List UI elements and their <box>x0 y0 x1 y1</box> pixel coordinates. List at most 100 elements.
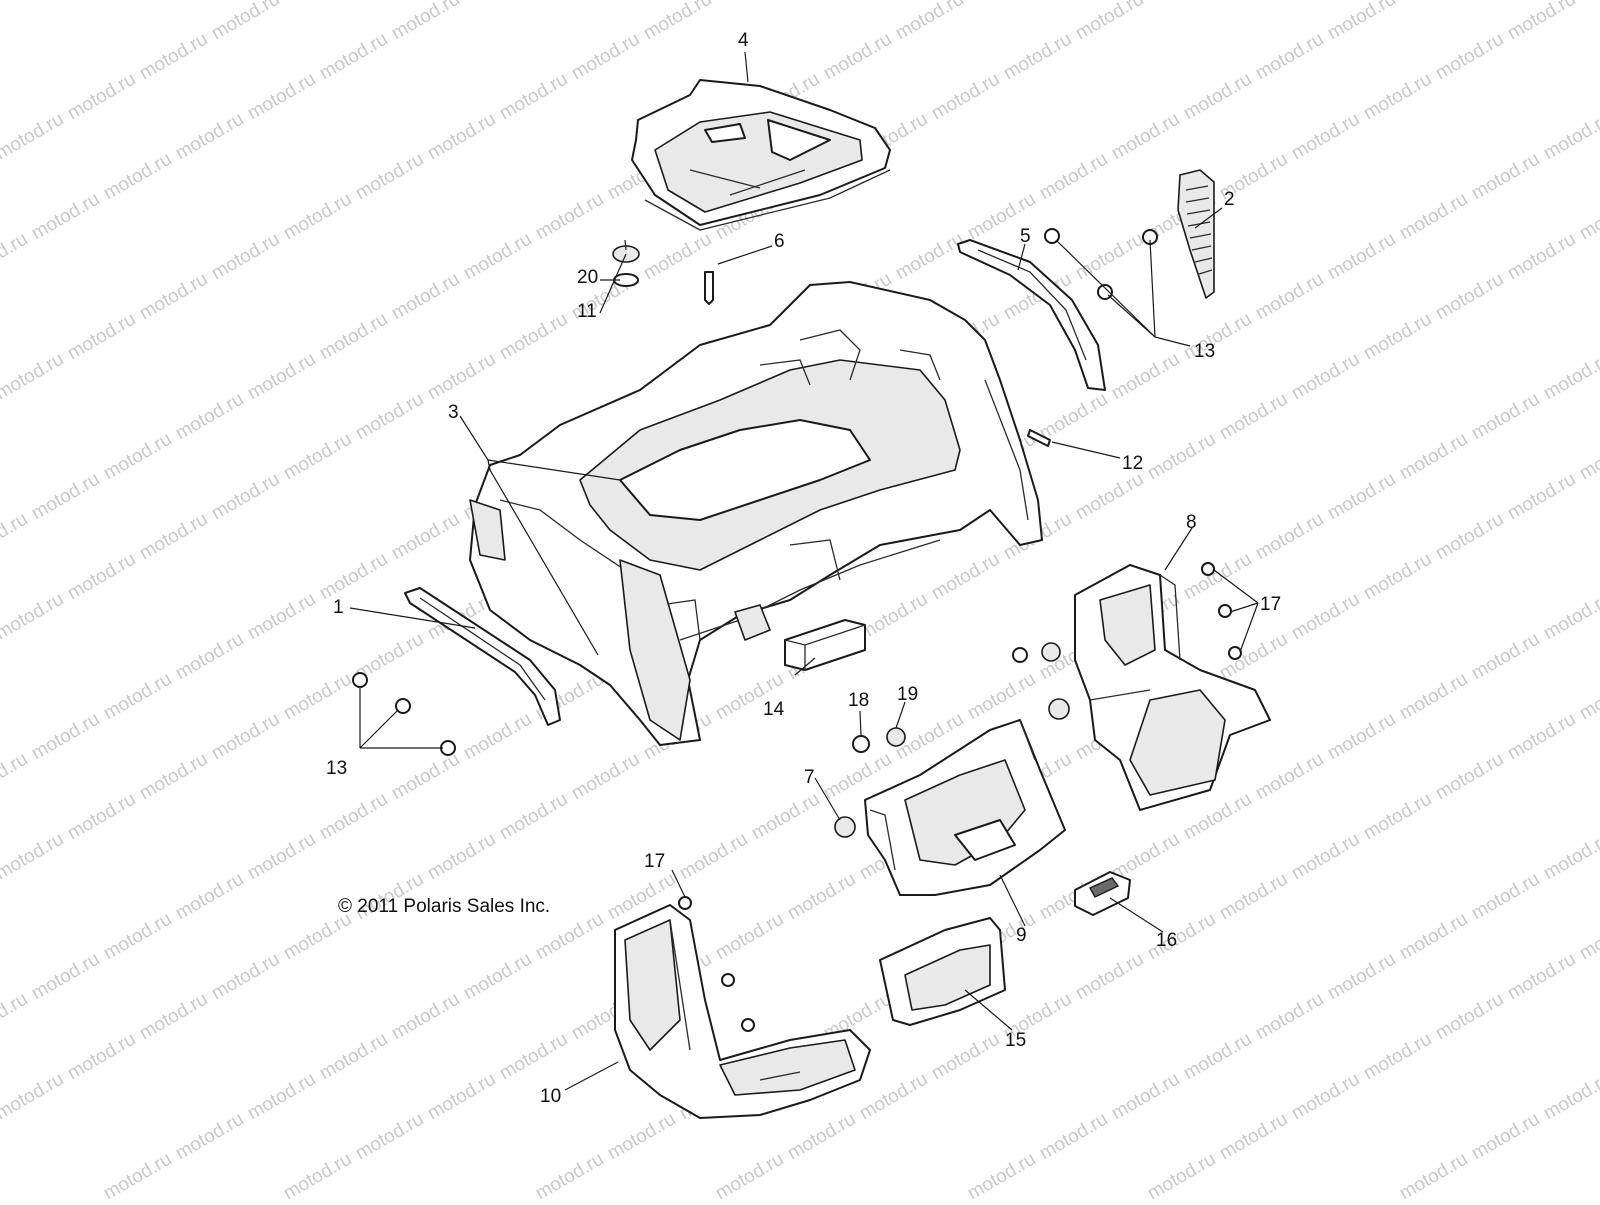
leader-lines <box>349 51 1259 1091</box>
watermark-text: motod.ru <box>1252 509 1327 565</box>
watermark-text: motod.ru <box>1504 229 1579 285</box>
part-13-fastener <box>1044 228 1060 244</box>
part-17-bolt <box>1201 562 1215 576</box>
watermark-text: motod.ru <box>1108 109 1183 165</box>
watermark-text: motod.ru <box>964 1149 1039 1200</box>
watermark-text: motod.ru <box>1432 29 1507 85</box>
watermark-text: motod.ru <box>1576 909 1600 965</box>
watermark-text: motod.ru <box>1468 389 1543 445</box>
part-13-fastener <box>440 740 456 756</box>
watermark-text: motod.ru <box>460 0 535 4</box>
watermark-text: motod.ru <box>316 29 391 85</box>
watermark-text: motod.ru <box>496 789 571 845</box>
watermark-text: motod.ru <box>856 1069 931 1125</box>
part-16-pad <box>1074 871 1131 916</box>
watermark-text: motod.ru <box>1360 549 1435 605</box>
watermark-text: motod.ru <box>928 549 1003 605</box>
callout-2: 2 <box>1224 189 1235 210</box>
part-18-washer <box>852 735 870 753</box>
callout-5: 5 <box>1020 226 1031 247</box>
callout-6: 6 <box>774 231 785 252</box>
watermark-text: motod.ru <box>1360 69 1435 125</box>
watermark-text: motod.ru <box>424 1069 499 1125</box>
watermark-text: motod.ru <box>1180 789 1255 845</box>
part-4-cover-panel <box>631 79 891 231</box>
watermark-text: motod.ru <box>172 389 247 445</box>
watermark-text: motod.ru <box>136 749 211 805</box>
watermark-text: motod.ru <box>712 1149 787 1200</box>
watermark-text: motod.ru <box>208 709 283 765</box>
watermark-text: motod.ru <box>316 789 391 845</box>
watermark-text: motod.ru <box>532 189 607 245</box>
watermark-text: motod.ru <box>1288 349 1363 405</box>
watermark-text: motod.ru <box>460 709 535 765</box>
watermark-text: motod.ru <box>784 1109 859 1165</box>
part-17-bolt <box>678 896 692 910</box>
part-17-bolt <box>1218 604 1232 618</box>
callout-16: 16 <box>1156 930 1177 951</box>
watermark-text: motod.ru <box>1432 989 1507 1045</box>
part-19-grommet <box>1041 642 1061 662</box>
watermark-text: motod.ru <box>0 589 67 645</box>
watermark-text: motod.ru <box>388 269 463 325</box>
watermark-text: motod.ru <box>1396 0 1471 4</box>
watermark-text: motod.ru <box>64 789 139 845</box>
watermark-text: motod.ru <box>28 949 103 1005</box>
watermark-text: motod.ru <box>64 309 139 365</box>
part-5-trim-strip <box>957 239 1106 391</box>
watermark-text: motod.ru <box>352 149 427 205</box>
callout-10: 10 <box>540 1086 561 1107</box>
callout-3: 3 <box>448 402 459 423</box>
callout-13-left: 13 <box>326 758 347 779</box>
callout-17-right: 17 <box>1260 594 1281 615</box>
watermark-text: motod.ru <box>784 869 859 925</box>
watermark-text: motod.ru <box>424 349 499 405</box>
callouts: 4 2 5 6 11 20 13 3 12 8 17 1 18 19 14 13… <box>326 30 1281 1107</box>
watermark-text: motod.ru <box>1216 1109 1291 1165</box>
watermark-text: motod.ru <box>1216 389 1291 445</box>
callout-19: 19 <box>897 684 918 705</box>
watermark-text: motod.ru <box>532 909 607 965</box>
watermark-text: motod.ru <box>1504 709 1579 765</box>
part-17-bolt <box>1228 646 1242 660</box>
watermark-text: motod.ru <box>1468 629 1543 685</box>
watermark-text: motod.ru <box>1396 909 1471 965</box>
watermark-text: motod.ru <box>1468 1109 1543 1165</box>
watermark-text: motod.ru <box>1576 0 1600 4</box>
watermark-text: motod.ru <box>388 0 463 44</box>
watermark-text: motod.ru <box>28 469 103 525</box>
watermark-text: motod.ru <box>280 909 355 965</box>
watermark-text: motod.ru <box>568 749 643 805</box>
watermark-text: motod.ru <box>0 509 31 565</box>
part-14-foam-block <box>784 619 866 671</box>
watermark-text: motod.ru <box>1468 869 1543 925</box>
watermark-text: motod.ru <box>1288 1069 1363 1125</box>
part-19-grommet <box>886 727 906 747</box>
watermark-text: motod.ru <box>1072 229 1147 285</box>
watermark-text: motod.ru <box>1000 29 1075 85</box>
watermark-text: motod.ru <box>712 0 787 4</box>
watermark-text: motod.ru <box>1540 829 1600 885</box>
callout-12: 12 <box>1122 453 1143 474</box>
watermark-text: motod.ru <box>1252 989 1327 1045</box>
watermark-text: motod.ru <box>1576 429 1600 485</box>
watermark-text: motod.ru <box>676 829 751 885</box>
callout-15: 15 <box>1005 1030 1026 1051</box>
watermark-text: motod.ru <box>316 1029 391 1085</box>
watermark-text: motod.ru <box>1504 0 1579 44</box>
watermark-text: motod.ru <box>1288 829 1363 885</box>
callout-20: 20 <box>577 267 598 288</box>
watermark-text: motod.ru <box>496 69 571 125</box>
watermark-text: motod.ru <box>1072 469 1147 525</box>
watermark-text: motod.ru <box>100 909 175 965</box>
watermark-text: motod.ru <box>928 69 1003 125</box>
watermark-text: motod.ru <box>1252 269 1327 325</box>
watermark-text: motod.ru <box>1540 109 1600 165</box>
watermark-text: motod.ru <box>244 829 319 885</box>
watermark-text: motod.ru <box>1540 589 1600 645</box>
watermark-text: motod.ru <box>1144 429 1219 485</box>
watermark-text: motod.ru <box>1504 469 1579 525</box>
watermark-text: motod.ru <box>1324 469 1399 525</box>
watermark-text: motod.ru <box>352 389 427 445</box>
watermark-text: motod.ru <box>316 549 391 605</box>
